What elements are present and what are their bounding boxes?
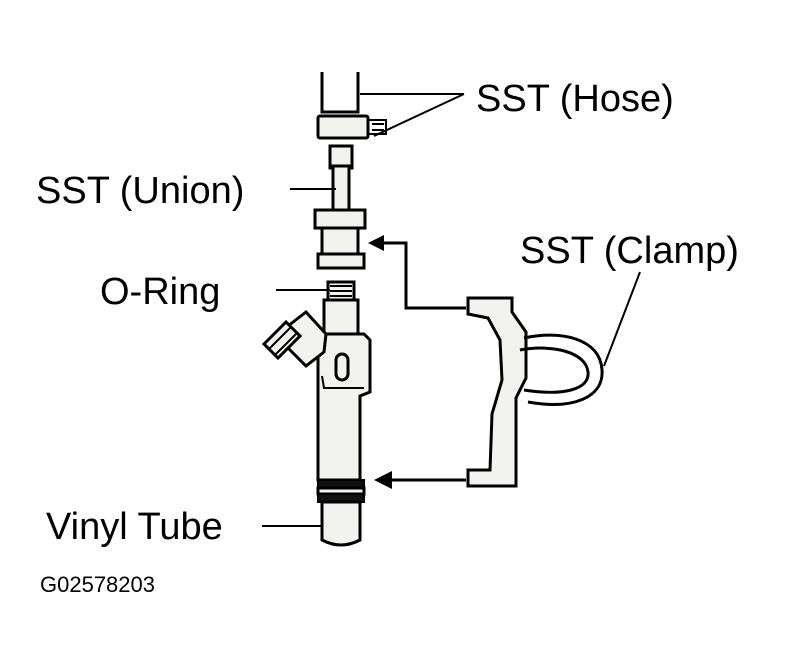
label-vinyl-tube: Vinyl Tube — [46, 506, 223, 548]
leader-lines — [262, 93, 641, 527]
injector-drawing — [261, 280, 372, 547]
sst-hose-drawing — [316, 72, 387, 140]
figure-code: G02578203 — [40, 572, 155, 597]
label-sst-clamp: SST (Clamp) — [520, 230, 739, 272]
clamp-arrows — [368, 235, 466, 489]
label-o-ring: O-Ring — [100, 271, 221, 313]
label-sst-hose: SST (Hose) — [476, 78, 674, 120]
label-sst-union: SST (Union) — [36, 170, 245, 212]
sst-union-drawing — [313, 144, 367, 270]
sst-clamp-drawing — [466, 296, 604, 488]
